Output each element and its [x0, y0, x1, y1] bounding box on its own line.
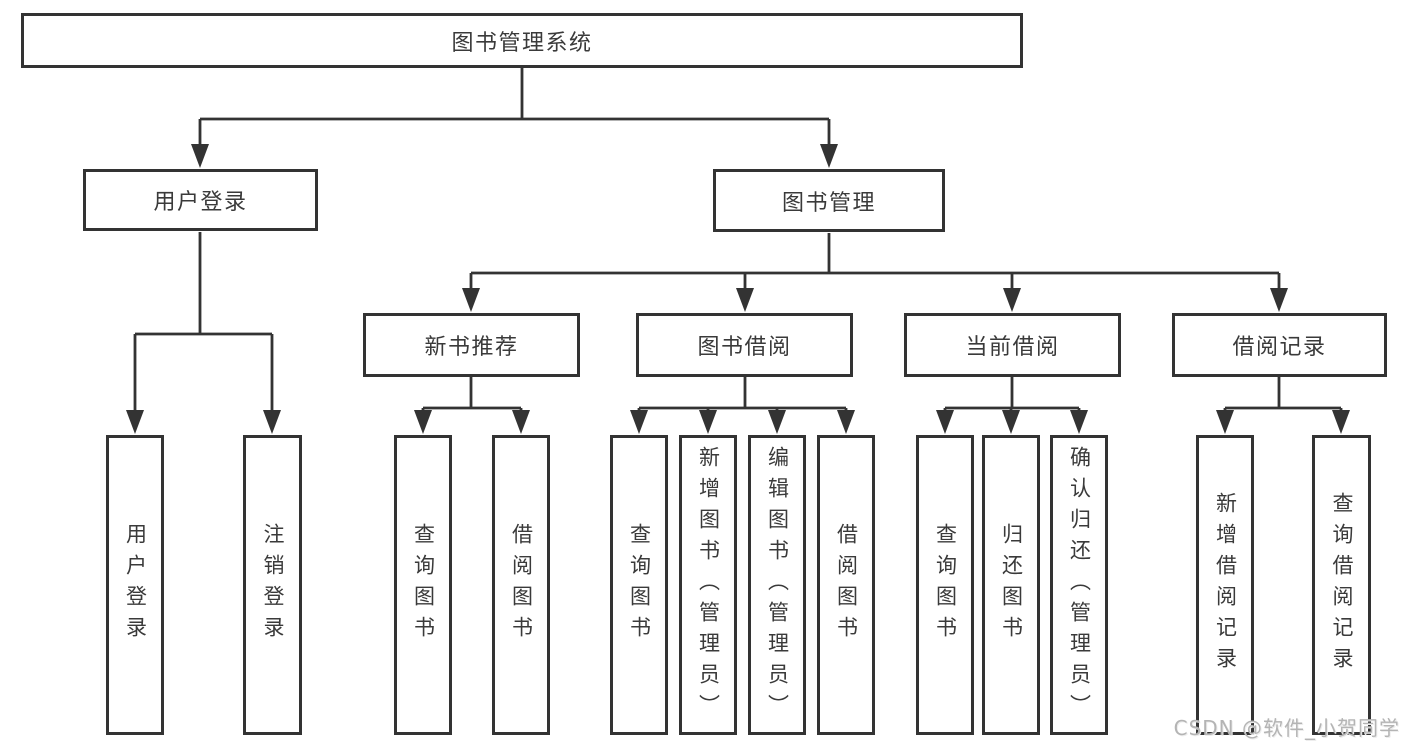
leaf-label: 新增借阅记录	[1213, 492, 1238, 678]
leaf-add-books-admin: 新增图书（管理员）	[679, 435, 737, 735]
arrowhead	[1270, 288, 1288, 312]
arrowhead	[820, 144, 838, 168]
leaf-label: 查询图书	[627, 523, 652, 647]
arrowhead	[126, 410, 144, 434]
node-label: 借阅记录	[1232, 335, 1327, 360]
leaf-label: 查询图书	[411, 523, 436, 647]
arrowhead	[1332, 410, 1350, 434]
leaf-borrow-books-recommend: 借阅图书	[492, 435, 550, 735]
node-book-borrow: 图书借阅	[636, 313, 853, 377]
node-label: 图书借阅	[697, 335, 792, 360]
arrowhead	[462, 288, 480, 312]
arrowhead	[512, 410, 530, 434]
node-current-borrow: 当前借阅	[904, 313, 1121, 377]
leaf-label: 归还图书	[999, 523, 1024, 647]
arrowhead	[1002, 410, 1020, 434]
arrowhead	[191, 144, 209, 168]
node-new-book-recommend: 新书推荐	[363, 313, 580, 377]
arrowhead	[837, 410, 855, 434]
leaf-label: 新增图书（管理员）	[696, 445, 721, 725]
node-user-login: 用户登录	[83, 169, 318, 231]
leaf-label: 确认归还（管理员）	[1067, 445, 1092, 725]
leaf-query-books-borrow: 查询图书	[610, 435, 668, 735]
leaf-logout: 注销登录	[243, 435, 302, 735]
arrowhead	[1216, 410, 1234, 434]
leaf-confirm-return-admin: 确认归还（管理员）	[1050, 435, 1108, 735]
arrowhead	[263, 410, 281, 434]
watermark-text: CSDN @软件_小贺同学	[1173, 716, 1400, 740]
leaf-user-login: 用户登录	[106, 435, 164, 735]
leaf-label: 用户登录	[123, 523, 148, 647]
leaf-query-books-current: 查询图书	[916, 435, 974, 735]
leaf-label: 借阅图书	[509, 523, 534, 647]
leaf-return-books: 归还图书	[982, 435, 1040, 735]
leaf-query-books-recommend: 查询图书	[394, 435, 452, 735]
node-library-management-system: 图书管理系统	[21, 13, 1023, 68]
arrowhead	[414, 410, 432, 434]
leaf-borrow-books: 借阅图书	[817, 435, 875, 735]
arrowhead	[768, 410, 786, 434]
arrowhead	[1003, 288, 1021, 312]
leaf-label: 编辑图书（管理员）	[765, 445, 790, 725]
arrowhead	[736, 288, 754, 312]
leaf-label: 借阅图书	[834, 523, 859, 647]
leaf-add-borrow-record: 新增借阅记录	[1196, 435, 1254, 735]
node-label: 新书推荐	[424, 335, 519, 360]
arrowhead	[1070, 410, 1088, 434]
node-label: 图书管理	[781, 190, 876, 216]
leaf-label: 注销登录	[261, 523, 285, 647]
arrowhead	[936, 410, 954, 434]
leaf-label: 查询图书	[933, 523, 958, 647]
arrowhead	[699, 410, 717, 434]
node-book-management: 图书管理	[713, 169, 945, 232]
node-borrow-records: 借阅记录	[1172, 313, 1387, 377]
leaf-label: 查询借阅记录	[1330, 492, 1354, 678]
node-label: 当前借阅	[965, 335, 1060, 360]
arrowhead	[630, 410, 648, 434]
node-label: 用户登录	[153, 190, 248, 215]
leaf-edit-books-admin: 编辑图书（管理员）	[748, 435, 806, 735]
node-label: 图书管理系统	[451, 30, 593, 56]
leaf-query-borrow-record: 查询借阅记录	[1312, 435, 1371, 735]
